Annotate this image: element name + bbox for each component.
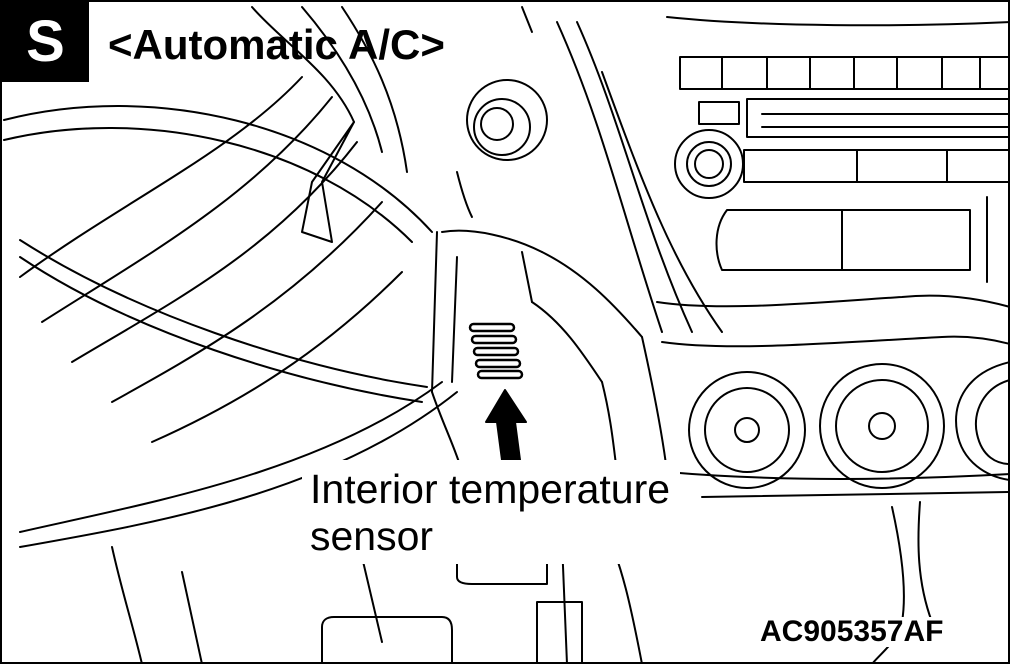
key-cylinder <box>456 79 548 218</box>
air-vents <box>656 294 1008 498</box>
callout-line-2: sensor <box>310 513 434 559</box>
center-console <box>521 6 723 473</box>
callout-line-1: Interior temperature <box>310 466 671 512</box>
lower-console <box>111 501 933 662</box>
sensor-callout-label: Interior temperature sensor <box>302 460 681 564</box>
audio-unit <box>666 16 1008 283</box>
steering-wheel <box>3 6 458 548</box>
steering-column <box>19 229 643 473</box>
figure-id: AC905357AF <box>756 617 948 647</box>
diagram-title: <Automatic A/C> <box>108 21 445 68</box>
sensor-grille <box>468 322 524 380</box>
section-badge: S <box>2 2 89 82</box>
pointer-arrow-icon <box>485 389 527 461</box>
